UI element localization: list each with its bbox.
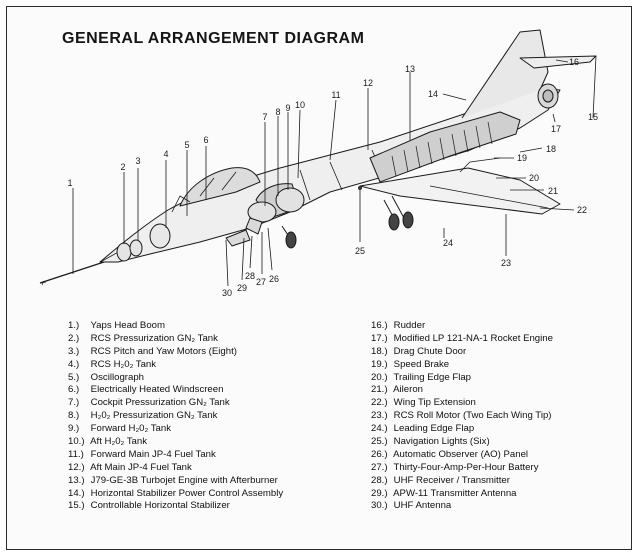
legend-item: 23.) RCS Roll Motor (Two Each Wing Tip) [371, 410, 552, 422]
callout-1: 1 [67, 178, 72, 188]
legend-item: 3.) RCS Pitch and Yaw Motors (Eight) [68, 345, 237, 357]
callout-2: 2 [120, 162, 125, 172]
callout-21: 21 [548, 186, 558, 196]
legend-item: 14.) Horizontal Stabilizer Power Control… [68, 487, 284, 499]
canopy [179, 167, 261, 207]
legend-item: 1.) Yaps Head Boom [68, 320, 165, 331]
callout-30: 30 [222, 288, 232, 298]
legend-item: 7.) Cockpit Pressurization GN₂ Tank [68, 397, 230, 409]
legend-right-column: 16.) Rudder 17.) Modified LP 121-NA-1 Ro… [371, 320, 553, 513]
callout-numbers: 1 2 3 4 5 6 7 8 9 10 11 12 13 14 15 16 1… [67, 57, 598, 298]
legend-item: 27.) Thirty-Four-Amp-Per-Hour Battery [371, 461, 539, 473]
legend-item: 21.) Aileron [371, 384, 424, 396]
callout-5: 5 [184, 140, 189, 150]
legend-item: 12.) Aft Main JP-4 Fuel Tank [68, 461, 192, 473]
callout-10: 10 [295, 100, 305, 110]
legend-left-column: 1.) Yaps Head Boom 2.) RCS Pressurizatio… [68, 320, 283, 513]
legend-item: 10.) Aft H₂0₂ Tank [68, 436, 148, 448]
callout-16: 16 [569, 57, 579, 67]
legend-item: 19.) Speed Brake [371, 358, 450, 370]
callout-15: 15 [588, 112, 598, 122]
callout-18: 18 [546, 144, 556, 154]
horizontal-stabilizer [519, 55, 597, 69]
callout-29: 29 [237, 283, 247, 293]
legend-item: 17.) Modified LP 121-NA-1 Rocket Engine [371, 332, 553, 344]
legend-item: 18.) Drag Chute Door [371, 345, 467, 357]
legend-item: 15.) Controllable Horizontal Stabilizer [68, 500, 230, 512]
legend-item: 30.) UHF Antenna [371, 500, 452, 512]
callout-8: 8 [275, 107, 280, 117]
legend-item: 13.) J79-GE-3B Turbojet Engine with Afte… [68, 474, 278, 486]
legend-item: 25.) Navigation Lights (Six) [371, 436, 490, 448]
legend-item: 5.) Oscillograph [68, 371, 144, 383]
legend-item: 28.) UHF Receiver / Transmitter [371, 474, 510, 486]
legend-item: 8.) H₂0₂ Pressurization GN₂ Tank [68, 410, 218, 422]
legend-item: 24.) Leading Edge Flap [371, 423, 475, 435]
callout-14: 14 [428, 89, 438, 99]
vertical-stabilizer [461, 29, 549, 119]
legend-item: 6.) Electrically Heated Windscreen [68, 384, 224, 396]
legend-item: 20.) Trailing Edge Flap [371, 371, 471, 383]
callout-23: 23 [501, 258, 511, 268]
callout-6: 6 [203, 135, 208, 145]
callout-4: 4 [163, 149, 168, 159]
callout-20: 20 [529, 173, 539, 183]
callout-3: 3 [135, 156, 140, 166]
leader-lines [72, 55, 597, 287]
callout-28: 28 [245, 271, 255, 281]
engine [369, 111, 521, 183]
callout-13: 13 [405, 64, 415, 74]
legend-item: 2.) RCS Pressurization GN₂ Tank [68, 332, 218, 344]
legend-item: 22.) Wing Tip Extension [371, 397, 476, 409]
legend-item: 29.) APW-11 Transmitter Antenna [371, 487, 517, 499]
callout-12: 12 [363, 78, 373, 88]
legend-item: 9.) Forward H₂0₂ Tank [68, 423, 171, 435]
callout-25: 25 [355, 246, 365, 256]
pitot-boom [39, 261, 105, 284]
callout-9: 9 [285, 103, 290, 113]
callout-17: 17 [551, 124, 561, 134]
callout-27: 27 [256, 277, 266, 287]
callout-24: 24 [443, 238, 453, 248]
wing [359, 167, 561, 215]
callout-7: 7 [262, 112, 267, 122]
callout-11: 11 [331, 90, 340, 100]
callout-19: 19 [517, 153, 527, 163]
callout-26: 26 [269, 274, 279, 284]
aircraft-illustration [39, 29, 597, 286]
legend-item: 4.) RCS H₂0₂ Tank [68, 358, 157, 370]
legend-item: 26.) Automatic Observer (AO) Panel [371, 448, 529, 460]
diagram-title: GENERAL ARRANGEMENT DIAGRAM [62, 30, 365, 47]
legend-item: 11.) Forward Main JP-4 Fuel Tank [68, 448, 216, 460]
legend-item: 16.) Rudder [371, 320, 426, 331]
callout-22: 22 [577, 205, 587, 215]
